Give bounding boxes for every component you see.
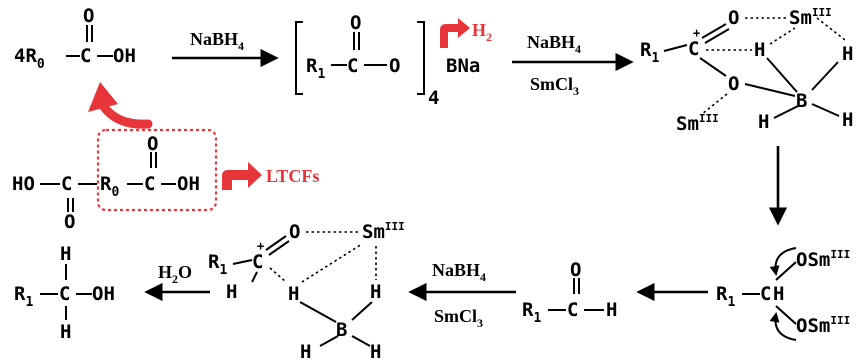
ltcfs-label: LTCFs xyxy=(266,166,319,186)
reagent-water: H2O xyxy=(158,262,192,286)
reaction-arrow-1: NaBH4 xyxy=(172,29,279,68)
red-bent-arrow-ltcf-icon: LTCFs xyxy=(222,162,319,190)
acid-coefficient-r0: 4R0 xyxy=(14,45,45,72)
bracket-r1: R1 xyxy=(306,55,325,82)
bcomplex-o: O xyxy=(289,221,300,243)
diacid-carbon-right: C xyxy=(144,173,155,195)
alkoxide-r1: R1 xyxy=(716,283,735,310)
complex-sm-top: SmIII xyxy=(789,6,832,29)
acid-oh: OH xyxy=(113,45,136,67)
starting-acid: 4R0 C O OH xyxy=(14,5,136,72)
reagent-nabh4-3: NaBH4 xyxy=(432,260,486,284)
complex-r1: R1 xyxy=(640,39,659,66)
reagent-smcl3-2: SmCl3 xyxy=(530,74,579,98)
diacid-ho: HO xyxy=(12,173,35,195)
complex-o-bottom: O xyxy=(728,73,739,95)
alcohol-r1: R1 xyxy=(14,283,33,310)
bcomplex-h-bottom-right: H xyxy=(370,341,381,360)
bcomplex-sm: SmIII xyxy=(362,220,405,243)
dicarboxylic-acid: HO C O R0 C O OH xyxy=(12,128,218,233)
bcomplex-h-right: H xyxy=(370,281,381,303)
reaction-arrow-5: H2O xyxy=(144,262,210,302)
complex-sm-bottom: SmIII xyxy=(676,112,719,135)
bcomplex-r1: R1 xyxy=(208,251,227,278)
primary-alcohol: R1 C H H OH xyxy=(14,243,115,343)
curly-arrow-bottom-icon xyxy=(769,312,797,341)
complex-h-bridge-1: H xyxy=(754,39,765,61)
bcomplex-h-bottom-left: H xyxy=(300,341,311,360)
highlight-box xyxy=(96,128,218,212)
alkoxide-osm-bottom: OSmIII xyxy=(796,314,850,337)
acid-carbonyl-o: O xyxy=(83,5,94,27)
aldehyde-carbon: C xyxy=(567,299,578,321)
aldehyde: R1 C O H xyxy=(522,259,617,326)
alkoxide-osm-top: OSmIII xyxy=(796,248,850,271)
curly-arrow-top-icon xyxy=(769,247,797,276)
alcohol-oh: OH xyxy=(92,283,115,305)
bcomplex-carbon: C xyxy=(252,251,263,273)
red-bent-arrow-icon: H2 xyxy=(440,18,492,48)
diacid-r0: R0 xyxy=(100,173,119,200)
acid-carbon: C xyxy=(80,45,91,67)
red-curved-arrow-icon xyxy=(88,82,153,129)
alcohol-h-top: H xyxy=(60,243,71,265)
diacid-o-right: O xyxy=(147,133,158,155)
complex-plus: + xyxy=(693,26,700,40)
bcomplex-plus: + xyxy=(257,239,264,253)
bcomplex-boron: B xyxy=(336,319,347,341)
reaction-arrow-4: NaBH4 SmCl3 xyxy=(408,260,516,330)
sm-borane-complex-top: R1 C + O SmIII H O B H H H SmIII xyxy=(640,6,853,135)
bracket-subscript: 4 xyxy=(428,87,439,109)
bracket-carbon: C xyxy=(347,55,358,77)
sm-borane-complex-bottom: R1 C + O SmIII H H H B H H xyxy=(208,220,405,360)
complex-o-top: O xyxy=(728,7,739,29)
complex-h-right-upper: H xyxy=(842,43,853,65)
aldehyde-o: O xyxy=(570,259,581,281)
complex-boron: B xyxy=(796,90,807,112)
alkoxide-h: H xyxy=(773,283,784,305)
alkoxide-carbon: C xyxy=(760,283,771,305)
diacid-o-left: O xyxy=(64,211,75,233)
aldehyde-h: H xyxy=(606,299,617,321)
diacid-carbon-left: C xyxy=(61,173,72,195)
h2-byproduct: H2 xyxy=(472,20,492,44)
bna-label: BNa xyxy=(446,55,480,77)
bracket-carbonyl-o: O xyxy=(350,12,361,34)
alcohol-carbon: C xyxy=(59,283,70,305)
complex-carbon: C xyxy=(688,38,699,60)
reagent-smcl3-3: SmCl3 xyxy=(434,306,483,330)
acyloxyborohydride: R1 C O O 4 BNa xyxy=(295,12,480,109)
reagent-nabh4-2: NaBH4 xyxy=(527,32,581,56)
reagent-nabh4-1: NaBH4 xyxy=(190,29,244,53)
bis-alkoxide-intermediate: R1 C H OSmIII OSmIII xyxy=(716,247,850,341)
complex-h-right-lower: H xyxy=(842,109,853,131)
alcohol-h-bottom: H xyxy=(60,321,71,343)
bcomplex-h-bridge: H xyxy=(288,283,299,305)
reaction-arrow-2: NaBH4 SmCl3 xyxy=(512,32,634,98)
bracket-o: O xyxy=(389,55,400,77)
diacid-oh: OH xyxy=(177,173,200,195)
aldehyde-r1: R1 xyxy=(522,299,541,326)
bcomplex-h-on-c: H xyxy=(226,281,237,303)
complex-h-bottom: H xyxy=(758,111,769,133)
